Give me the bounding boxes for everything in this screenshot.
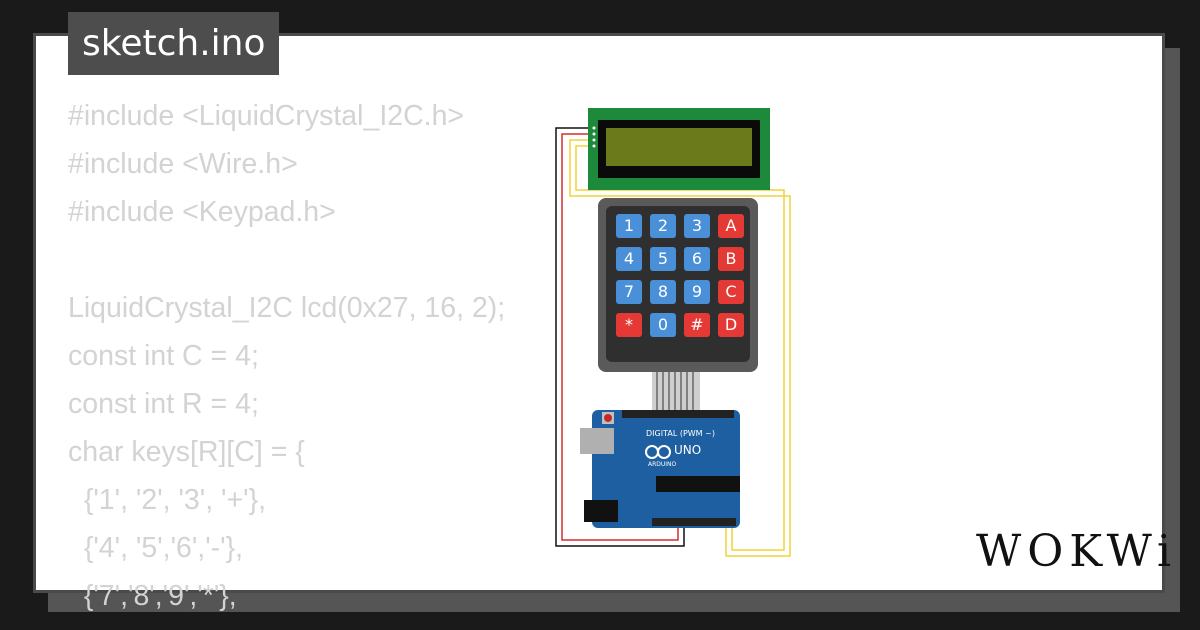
circuit-diagram: 1 2 3 A 4 5 6 B 7 8 9 C * 0 # D DIGITAL (PWM ~) UNO [555,108,791,557]
code-line: char keys[R][C] = { [68,436,305,468]
key-1[interactable]: 1 [616,214,642,238]
key-*[interactable]: * [616,313,642,337]
file-tab[interactable]: sketch.ino [68,12,280,75]
code-line: const int R = 4; [68,388,259,420]
key-label: C [725,282,736,301]
key-label: 5 [658,249,668,268]
digital-label: DIGITAL (PWM ~) [646,429,715,438]
key-0[interactable]: 0 [650,313,676,337]
key-label: 1 [624,216,634,235]
arduino-uno[interactable]: DIGITAL (PWM ~) UNO ARDUINO [580,410,740,528]
code-editor: #include <LiquidCrystal_I2C.h> #include <… [68,92,505,620]
code-line: const int C = 4; [68,340,259,372]
key-label: 2 [658,216,668,235]
key-label: 4 [624,249,634,268]
code-line: {'1', '2', '3', '+'}, [68,484,267,516]
key-label: 3 [692,216,702,235]
key-#[interactable]: # [684,313,710,337]
wokwi-logo: WOKWi [976,526,1178,577]
key-3[interactable]: 3 [684,214,710,238]
key-label: 0 [658,315,668,334]
key-label: 6 [692,249,702,268]
key-8[interactable]: 8 [650,280,676,304]
code-line: #include <Wire.h> [68,148,298,180]
key-B[interactable]: B [718,247,744,271]
board-label: UNO [674,443,701,457]
key-label: * [625,315,633,334]
key-label: D [725,315,737,334]
key-label: 9 [692,282,702,301]
key-6[interactable]: 6 [684,247,710,271]
key-C[interactable]: C [718,280,744,304]
code-line: {'4', '5','6','-'}, [68,532,244,564]
keypad[interactable]: 1 2 3 A 4 5 6 B 7 8 9 C * 0 # D [598,198,758,410]
lcd-display[interactable] [588,108,770,190]
key-4[interactable]: 4 [616,247,642,271]
key-2[interactable]: 2 [650,214,676,238]
code-line [68,236,505,284]
code-line: #include <Keypad.h> [68,196,336,228]
key-label: A [726,216,737,235]
code-line: #include <LiquidCrystal_I2C.h> [68,100,465,132]
key-D[interactable]: D [718,313,744,337]
code-line: LiquidCrystal_I2C lcd(0x27, 16, 2); [68,292,506,324]
key-label: 7 [624,282,634,301]
key-9[interactable]: 9 [684,280,710,304]
key-label: B [726,249,737,268]
code-line: {'7','8','9','*'}, [68,580,237,612]
board-brand: ARDUINO [648,461,677,468]
key-A[interactable]: A [718,214,744,238]
key-7[interactable]: 7 [616,280,642,304]
key-5[interactable]: 5 [650,247,676,271]
preview-card: #include <LiquidCrystal_I2C.h> #include <… [33,33,1171,612]
key-label: # [690,315,703,334]
key-label: 8 [658,282,668,301]
wires [555,127,791,557]
